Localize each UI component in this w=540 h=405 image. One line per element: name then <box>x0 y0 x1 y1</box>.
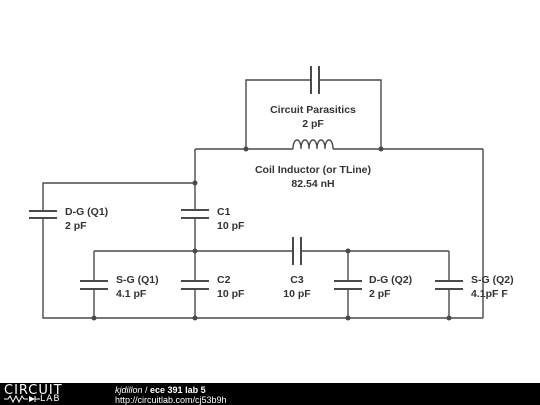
dg-q1-name: D-G (Q1) <box>65 206 108 218</box>
c1-value: 10 pF <box>217 220 245 232</box>
junction-nodes <box>91 146 452 321</box>
sg-q1-value: 4.1 pF <box>116 288 147 300</box>
dg-q1-value: 2 pF <box>65 220 87 232</box>
capacitor-c1 <box>181 209 209 219</box>
inductor-name: Coil Inductor (or TLine) <box>255 164 371 176</box>
inductor-coil <box>292 139 334 150</box>
sg-q2-value: 4.1pF F <box>471 288 508 300</box>
author-link[interactable]: kjdillon <box>115 385 143 395</box>
capacitor-dg-q2 <box>334 280 362 290</box>
parasitic-name: Circuit Parasitics <box>270 104 356 116</box>
circuit-url[interactable]: http://circuitlab.com/cj53b9h <box>115 395 227 405</box>
sg-q1-name: S-G (Q1) <box>116 274 159 286</box>
capacitor-sg-q1 <box>80 280 108 290</box>
dg-q2-value: 2 pF <box>369 288 391 300</box>
parasitic-value: 2 pF <box>302 118 324 130</box>
capacitor-dg-q1 <box>29 210 57 219</box>
circuit-schematic: Circuit Parasitics 2 pF Coil Inductor (o… <box>29 66 514 321</box>
wires <box>42 79 484 319</box>
logo-text-bottom: LAB <box>40 394 61 404</box>
c2-value: 10 pF <box>217 288 245 300</box>
capacitor-c2 <box>181 280 209 290</box>
c1-name: C1 <box>217 206 231 218</box>
circuit-title[interactable]: ece 391 lab 5 <box>150 385 206 395</box>
footer-info: kjdillon / ece 391 lab 5 http://circuitl… <box>115 385 227 405</box>
capacitor-c3 <box>292 237 302 265</box>
path-separator: / <box>142 385 151 395</box>
sg-q2-name: S-G (Q2) <box>471 274 514 286</box>
footer-bar: CIRCUIT LAB kjdillon / ece 391 lab 5 htt… <box>0 383 540 405</box>
capacitor-parasitic <box>310 66 320 94</box>
circuitlab-logo[interactable]: CIRCUIT LAB <box>4 383 92 404</box>
c3-name: C3 <box>290 274 304 286</box>
capacitor-sg-q2 <box>435 280 463 290</box>
c3-value: 10 pF <box>283 288 311 300</box>
inductor-value: 82.54 nH <box>291 178 334 190</box>
c2-name: C2 <box>217 274 231 286</box>
logo-text-top: CIRCUIT <box>4 383 63 398</box>
dg-q2-name: D-G (Q2) <box>369 274 412 286</box>
resistor-diode-icon <box>4 395 40 403</box>
